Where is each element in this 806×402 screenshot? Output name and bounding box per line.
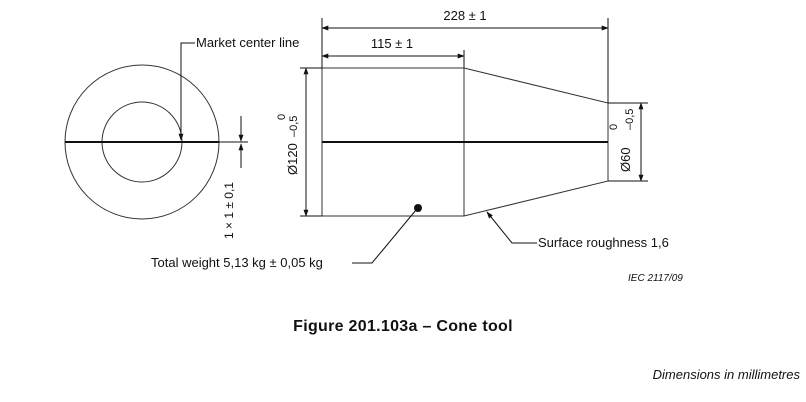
cylinder-length-label: 115 ± 1: [371, 36, 413, 51]
large-diameter-label: Ø120: [285, 143, 300, 175]
small-diameter-tol-upper: 0: [608, 124, 620, 130]
figure-caption: Figure 201.103a – Cone tool: [293, 318, 513, 335]
line-width-label: 1 × 1 ± 0,1: [222, 182, 236, 239]
surface-roughness-label: Surface roughness 1,6: [538, 235, 669, 250]
market-center-line-label: Market center line: [196, 35, 299, 50]
total-weight-leader: [352, 209, 417, 264]
market-center-line-leader: [178, 42, 195, 141]
overall-length-label: 228 ± 1: [443, 8, 486, 23]
surface-roughness-leader: [486, 211, 537, 244]
large-diameter-tol-lower: –0,5: [288, 116, 300, 137]
large-diameter-tol-upper: 0: [276, 114, 288, 120]
end-view: Market center line 1 × 1 ± 0,1: [64, 35, 299, 239]
side-view: 228 ± 1 115 ± 1 Ø120 0 –0,5 Ø60 0 –0,5 T…: [151, 8, 683, 284]
small-diameter-label: Ø60: [618, 147, 633, 172]
units-note: Dimensions in millimetres: [652, 367, 800, 382]
small-diameter-tol-lower: –0,5: [624, 109, 636, 130]
total-weight-label: Total weight 5,13 kg ± 0,05 kg: [151, 255, 323, 270]
iec-reference: IEC 2117/09: [628, 273, 683, 284]
